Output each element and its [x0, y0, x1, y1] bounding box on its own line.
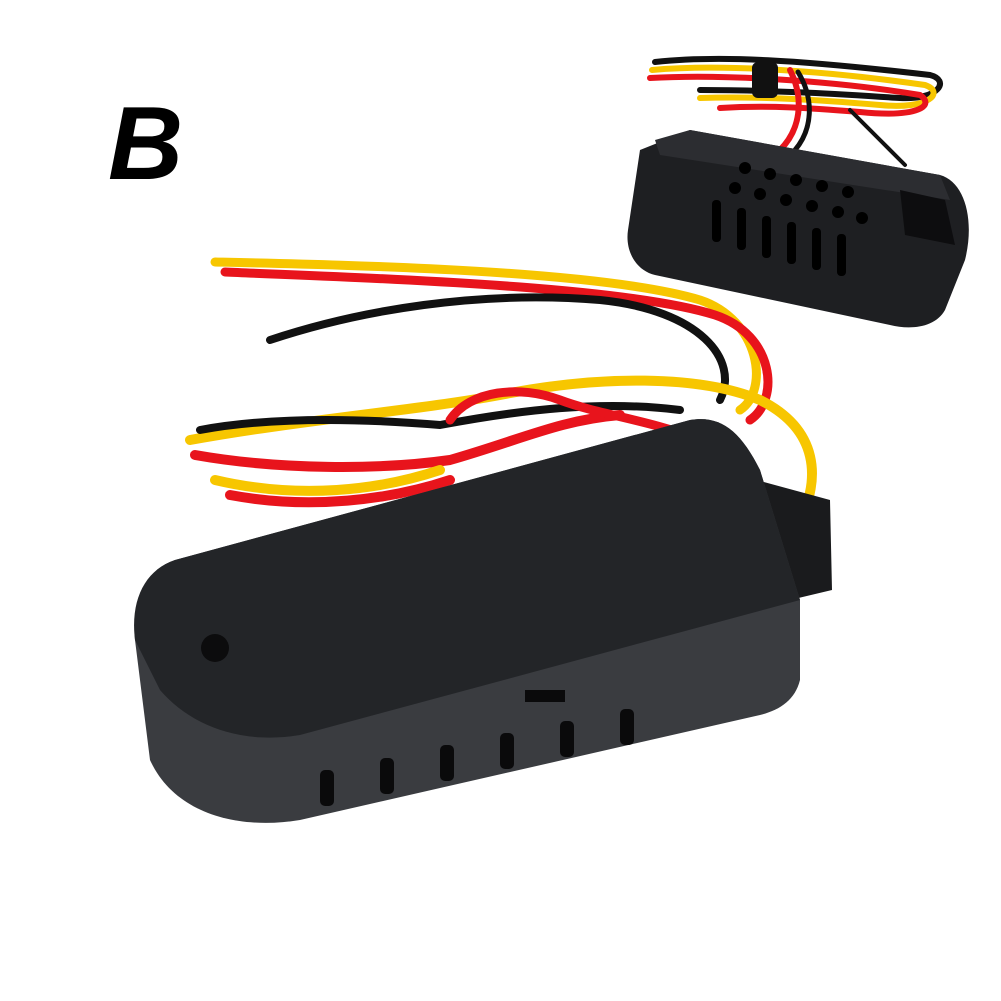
- large-sensor-wires: [185, 257, 817, 525]
- small-sensor-wires: [647, 55, 943, 167]
- large-sensor-housing: [134, 419, 832, 823]
- small-sensor-housing: [627, 130, 969, 328]
- cable-tie: [752, 62, 778, 98]
- panel-label: B: [108, 86, 184, 202]
